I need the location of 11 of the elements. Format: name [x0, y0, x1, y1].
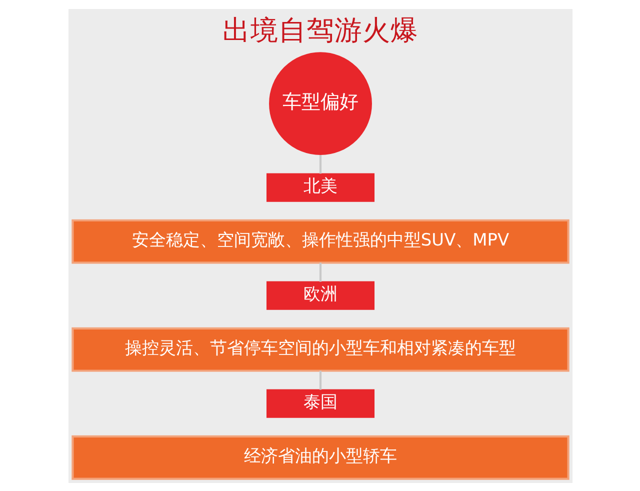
connector: [318, 370, 322, 390]
connector: [318, 154, 322, 174]
node-box: 经济省油的小型轿车: [71, 434, 569, 480]
node-box: 操控灵活、节省停车空间的小型车和相对紧凑的车型: [71, 326, 569, 372]
node-box: 安全稳定、空间宽敞、操作性强的中型SUV、MPV: [71, 218, 569, 264]
node-circle: 车型偏好: [268, 52, 372, 155]
connector: [318, 262, 322, 282]
node-box: 北美: [266, 172, 374, 202]
node-box: 泰国: [266, 388, 374, 418]
node-box: 欧洲: [266, 280, 374, 310]
diagram-title: 出境自驾游火爆: [222, 14, 418, 46]
